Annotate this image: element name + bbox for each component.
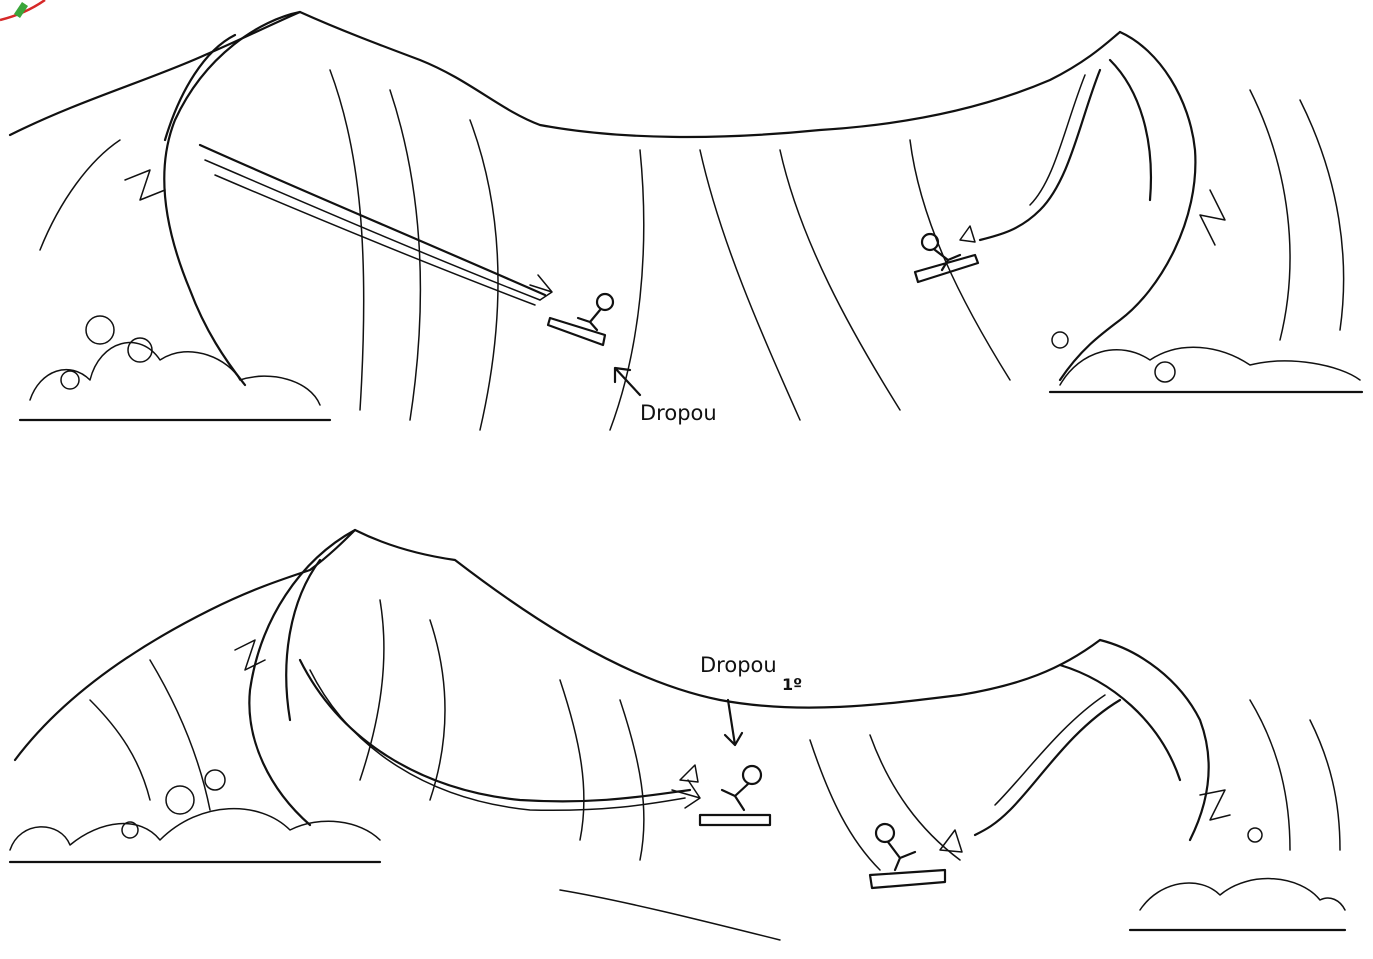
bottom-wave-panel [10, 530, 1345, 940]
arrow-icon [530, 275, 552, 300]
top-wave-panel [10, 12, 1362, 430]
arrow-icon [672, 780, 700, 808]
corner-mark [0, 0, 45, 20]
top-panel-label: Dropou [640, 401, 717, 425]
surfer-figure [870, 824, 962, 888]
surfer-figure [548, 294, 613, 345]
bottom-panel-ordinal: 1º [782, 675, 802, 694]
surfer-figure [915, 226, 978, 282]
arrow-icon [725, 700, 742, 745]
surfer-figure [680, 765, 770, 825]
bottom-panel-label: Dropou [700, 653, 777, 677]
